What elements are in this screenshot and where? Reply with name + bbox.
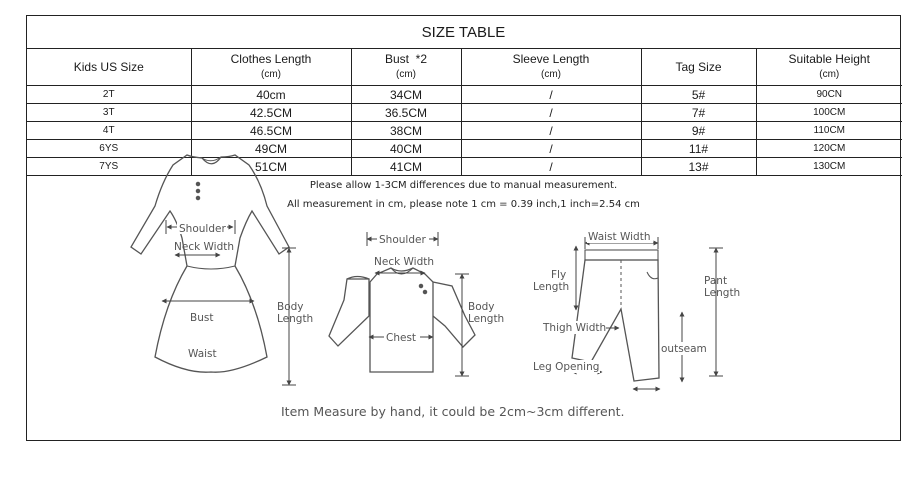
pants-label-leg-opening: Leg Opening xyxy=(533,361,599,373)
size-table-sheet: SIZE TABLE Kids US Size Clothes Length(c… xyxy=(26,15,902,441)
shirt-diagram xyxy=(328,232,476,377)
dress-label-body: Body xyxy=(277,301,304,313)
shirt-label-length: Length xyxy=(468,313,504,325)
note-allowance: Please allow 1-3CM differences due to ma… xyxy=(309,180,618,191)
dress-diagram xyxy=(130,154,296,386)
pants-label-pant-length: Length xyxy=(704,287,740,299)
shirt-outline xyxy=(328,275,370,347)
pants-label-pant: Pant xyxy=(704,275,727,287)
table-row: 7YS 51CM 41CM / 13# 130CM xyxy=(27,157,902,176)
shirt-label-shoulder: Shoulder xyxy=(379,234,426,246)
dress-label-bust: Bust xyxy=(190,312,213,324)
cell-height: 130CM xyxy=(755,157,902,176)
pants-label-outseam: outseam xyxy=(661,343,707,355)
pants-label-waist-width: Waist Width xyxy=(588,231,651,243)
dress-label-waist: Waist xyxy=(188,348,217,360)
shirt-label-body: Body xyxy=(468,301,495,313)
dress-outline xyxy=(130,154,290,373)
cell-tag-size: 13# xyxy=(640,157,757,176)
dress-label-neck-width: Neck Width xyxy=(174,241,234,253)
dress-label-length: Length xyxy=(277,313,313,325)
footer-note: Item Measure by hand, it could be 2cm~3c… xyxy=(281,404,625,419)
dress-label-shoulder: Shoulder xyxy=(179,223,226,235)
shirt-label-chest: Chest xyxy=(386,332,416,344)
note-conversion: All measurement in cm, please note 1 cm … xyxy=(287,199,640,210)
header-clothes-length: Clothes Length(cm) xyxy=(190,49,352,86)
header-suitable-height: Suitable Height(cm) xyxy=(755,49,902,86)
pants-label-thigh-width: Thigh Width xyxy=(542,322,606,334)
cell-bust: 40CM xyxy=(350,139,462,158)
table-row: 6YS 49CM 40CM / 11# 120CM xyxy=(27,139,902,158)
size-table: Kids US Size Clothes Length(cm) Bust *2(… xyxy=(27,49,902,176)
pants-label-fly-length: Length xyxy=(533,281,569,293)
measurement-diagrams: Shoulder Neck Width Bust Waist Body Leng… xyxy=(130,154,740,392)
pants-waistband xyxy=(584,249,659,261)
header-kids-us-size: Kids US Size xyxy=(27,49,192,86)
table-title: SIZE TABLE xyxy=(27,16,900,49)
shirt-label-neck-width: Neck Width xyxy=(374,256,434,268)
pants-label-fly: Fly xyxy=(551,269,566,281)
measurement-notes: Please allow 1-3CM differences due to ma… xyxy=(27,176,900,214)
header-row: Kids US Size Clothes Length(cm) Bust *2(… xyxy=(27,49,902,86)
